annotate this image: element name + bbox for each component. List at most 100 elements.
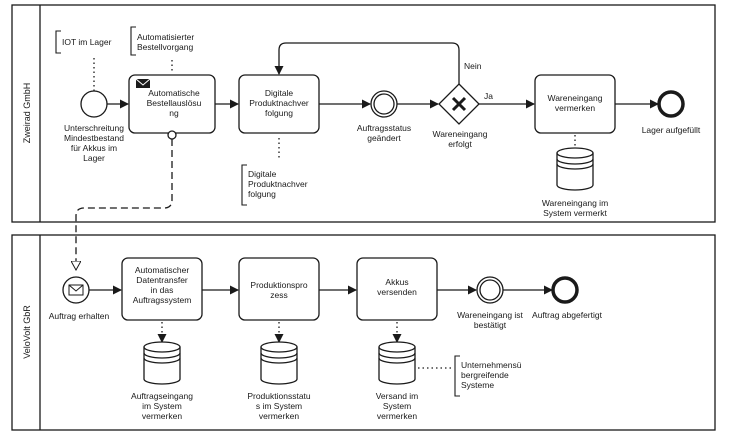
task-bestellausloesung-label-line-2: Bestellauslösu [147, 98, 202, 108]
gateway-wareneingang-label-line-1: Wareneingang [433, 129, 488, 139]
start-event-unterschreitung-label-line-2: Mindestbestand [64, 133, 124, 143]
gateway-wareneingang[interactable] [438, 83, 480, 125]
annotation-systeme-label-line-1: Unternehmensü [461, 360, 522, 370]
x-icon [451, 96, 467, 112]
datastore-auftragseingang-label-line-3: vermerken [142, 411, 182, 421]
start-event-unterschreitung-label-line-3: für Akkus im [71, 143, 117, 153]
end-event-auftrag-label-line-1: Auftrag abgefertigt [532, 310, 603, 320]
start-event-auftrag-label: Auftrag erhalten [49, 311, 110, 321]
end-event-lager[interactable] [657, 90, 685, 118]
intermediate-event-auftragsstatus-label-line-2: geändert [367, 133, 401, 143]
task-produktnachverfolgung-label-line-1: Digitale [265, 88, 294, 98]
datastore-versand-label-line-1: Versand im [376, 391, 419, 401]
datastore-produktionsstatus-label-line-2: s im System [256, 401, 302, 411]
annotation-auto-label-line-1: Automatisierter [137, 32, 194, 42]
annotation-produkt-label-line-2: Produktnachver [248, 179, 308, 189]
flow-nein-loop [274, 42, 460, 84]
datastore-versand-label-line-2: System [383, 401, 411, 411]
gateway-label-ja: Ja [484, 91, 493, 101]
end-event-lager-label: Lager aufgefüllt [642, 125, 701, 135]
annotation-iot-label-line-1: IOT im Lager [62, 37, 112, 47]
task-produktionsprozess-label-line-1: Produktionspro [250, 280, 307, 290]
envelope-icon [135, 78, 151, 88]
task-datentransfer-label-line-2: Datentransfer [136, 275, 188, 285]
envelope-icon [68, 284, 84, 296]
datastore-wareneingang [556, 147, 594, 191]
datastore-auftragseingang-label-line-1: Auftragseingang [131, 391, 193, 401]
datastore-wareneingang-label-line-1: Wareneingang im [542, 198, 608, 208]
annotation-systeme-label-line-2: bergreifende [461, 370, 509, 380]
datastore-versand [378, 341, 416, 385]
datastore-produktionsstatus-label-line-1: Produktionsstatu [247, 391, 311, 401]
start-event-unterschreitung-label-line-1: Unterschreitung [64, 123, 124, 133]
intermediate-event-auftragsstatus[interactable] [370, 90, 398, 118]
task-akkus-versenden-label-line-1: Akkus [385, 277, 408, 287]
start-event-unterschreitung[interactable] [80, 90, 108, 118]
annotation-iot: IOT im Lager [55, 30, 112, 54]
annotation-produkt-label-line-3: folgung [248, 189, 276, 199]
datastore-wareneingang-label-line-2: System vermerkt [543, 208, 607, 218]
datastore-produktionsstatus-label-line-3: vermerken [259, 411, 299, 421]
task-bestellausloesung-label-line-1: Automatische [148, 88, 200, 98]
end-event-auftrag[interactable] [551, 276, 579, 304]
gateway-label-nein: Nein [464, 61, 482, 71]
intermediate-event-wareneingang-label-line-2: bestätigt [474, 320, 507, 330]
message-flow-bestellung [76, 139, 173, 270]
task-produktnachverfolgung-label-line-2: Produktnachver [249, 98, 309, 108]
task-akkus-versenden-label-line-2: versenden [377, 287, 417, 297]
start-event-auftrag[interactable] [62, 276, 90, 304]
intermediate-event-wareneingang[interactable] [476, 276, 504, 304]
task-datentransfer-label-line-3: in das [151, 285, 174, 295]
task-produktnachverfolgung-label-line-3: folgung [265, 108, 293, 118]
message-attach-circle [167, 130, 177, 140]
task-datentransfer-label-line-4: Auftragssystem [133, 295, 192, 305]
gateway-wareneingang-label-line-2: erfolgt [448, 139, 472, 149]
intermediate-event-wareneingang-label-line-1: Wareneingang ist [457, 310, 523, 320]
task-bestellausloesung-label-line-3: ng [169, 108, 179, 118]
intermediate-event-auftragsstatus-label-line-1: Auftragsstatus [357, 123, 411, 133]
datastore-auftragseingang-label-line-2: im System [142, 401, 182, 411]
end-event-auftrag-label: Auftrag abgefertigt [532, 310, 603, 320]
task-datentransfer-label-line-1: Automatischer [135, 265, 189, 275]
task-wareneingang-label-line-1: Wareneingang [548, 93, 603, 103]
datastore-auftragseingang [143, 341, 181, 385]
task-wareneingang-label-line-2: vermerken [555, 103, 595, 113]
annotation-auto-label-line-2: Bestellvorgang [137, 42, 194, 52]
pool-velovolt-label: VeloVolt GbR [22, 305, 32, 359]
annotation-systeme-label-line-3: Systeme [461, 380, 494, 390]
task-produktionsprozess-label-line-2: zess [270, 290, 287, 300]
start-event-unterschreitung-label-line-4: Lager [83, 153, 105, 163]
datastore-produktionsstatus [260, 341, 298, 385]
datastore-versand-label-line-3: vermerken [377, 411, 417, 421]
pool-zweirad-label: Zweirad GmbH [22, 83, 32, 144]
end-event-lager-label-line-1: Lager aufgefüllt [642, 125, 701, 135]
start-event-auftrag-label-line-1: Auftrag erhalten [49, 311, 110, 321]
annotation-iot-label: IOT im Lager [62, 37, 112, 47]
annotation-produkt-label-line-1: Digitale [248, 169, 277, 179]
